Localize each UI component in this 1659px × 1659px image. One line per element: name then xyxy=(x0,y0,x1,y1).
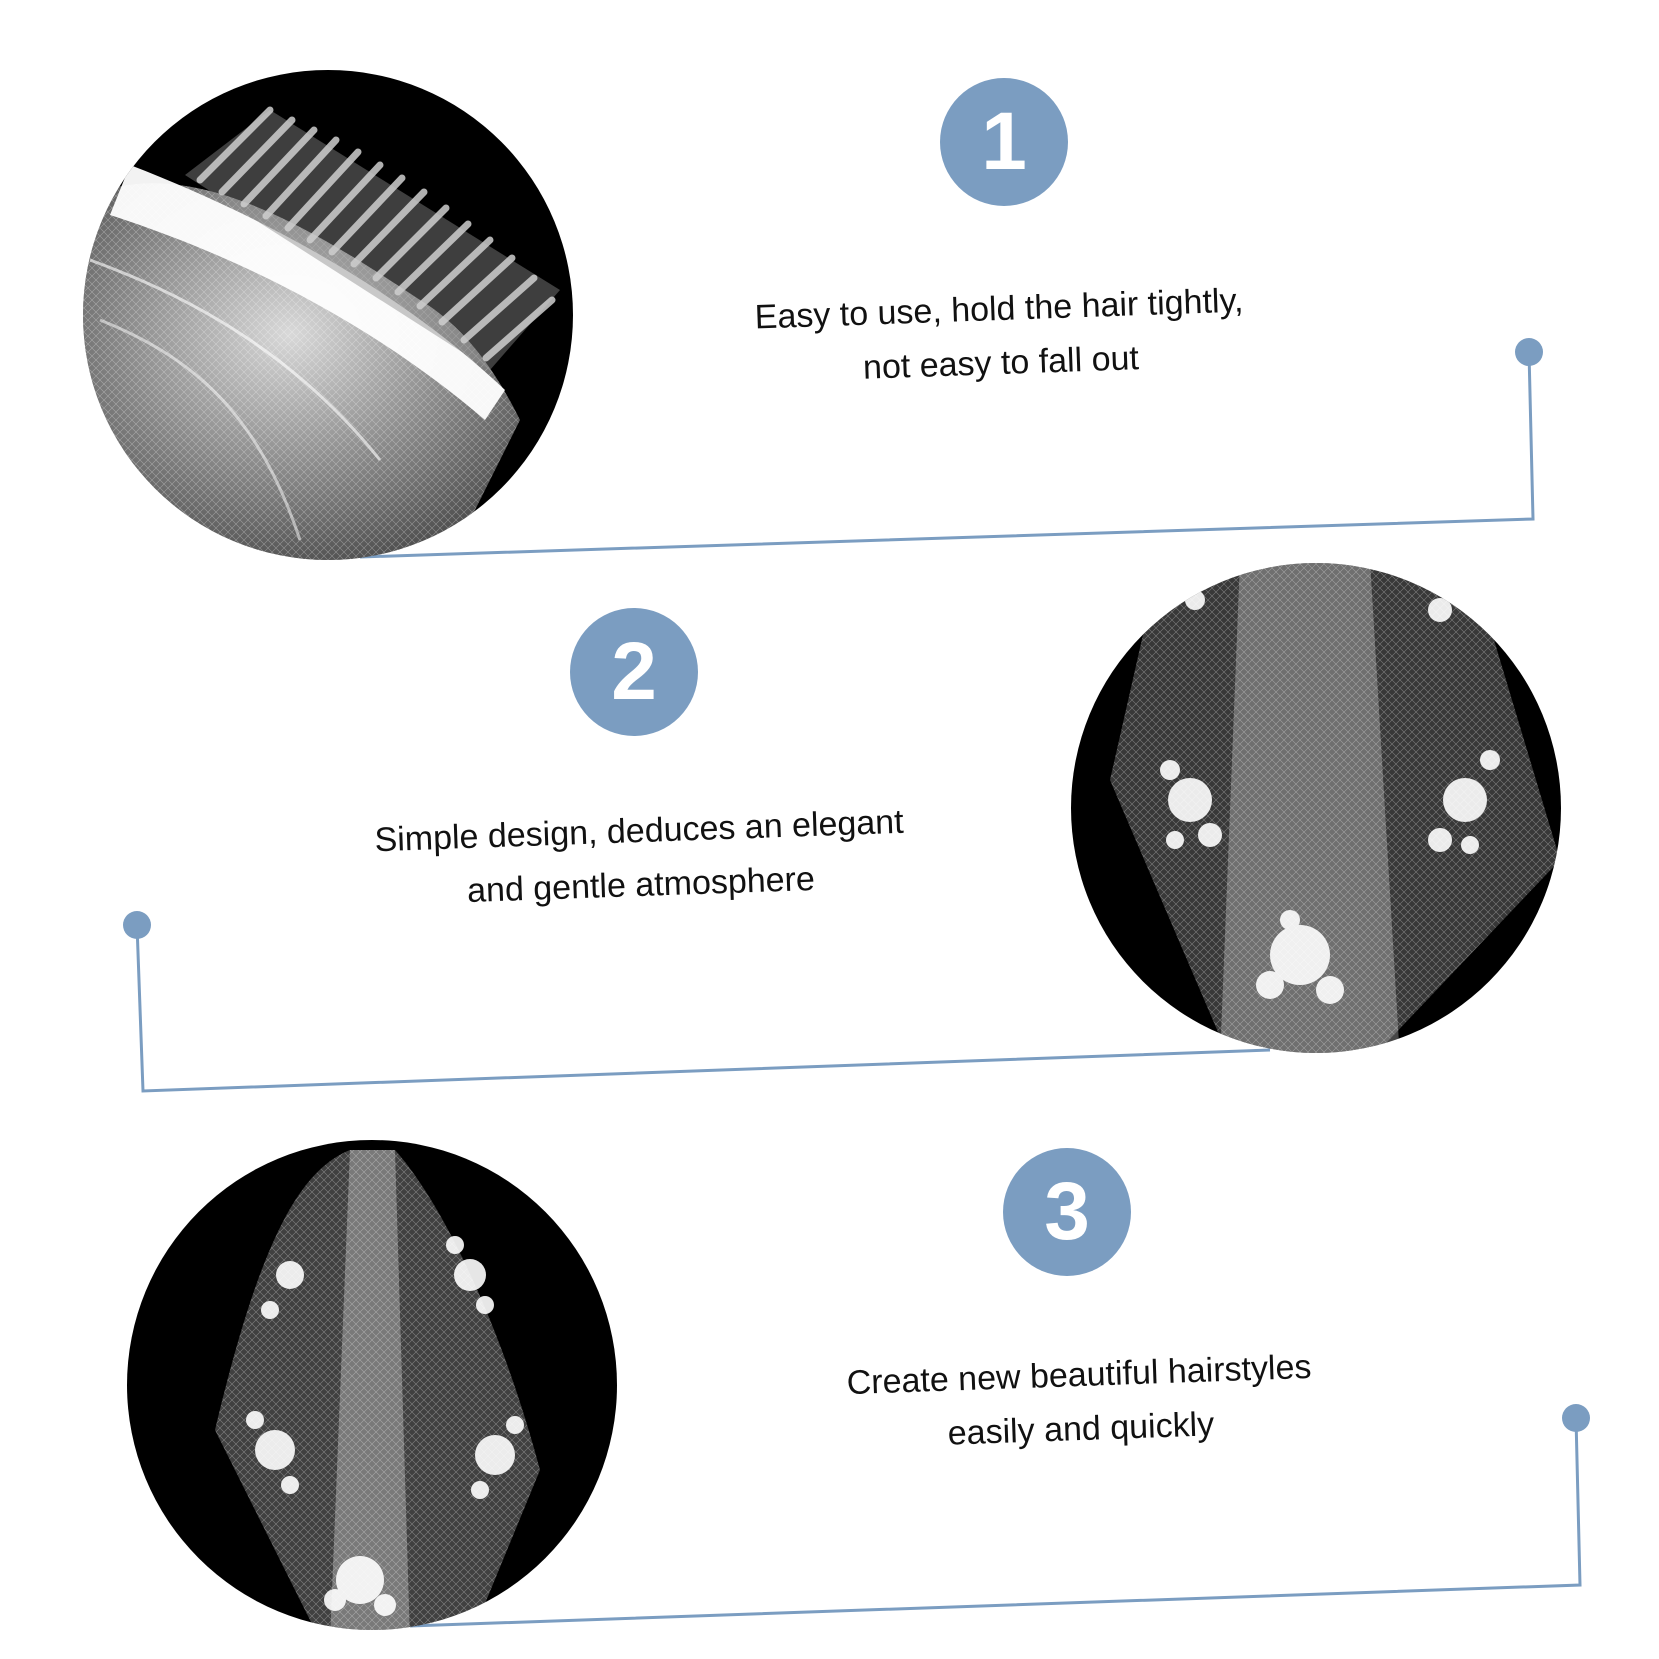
connector-line-1 xyxy=(359,338,1543,559)
step-badge-1: 1 xyxy=(940,78,1068,206)
connector-dot-2 xyxy=(123,911,151,939)
veil-comb-photo xyxy=(83,70,573,560)
connector-dot-3 xyxy=(1562,1404,1590,1432)
connector-line-2 xyxy=(123,911,1271,1093)
full-lace-veil-photo xyxy=(127,1140,617,1630)
lace-veil-detail-photo xyxy=(1071,563,1561,1053)
step-badge-2: 2 xyxy=(570,608,698,736)
connector-line-3 xyxy=(409,1404,1590,1628)
step-badge-3: 3 xyxy=(1003,1148,1131,1276)
connector-dot-1 xyxy=(1515,338,1543,366)
